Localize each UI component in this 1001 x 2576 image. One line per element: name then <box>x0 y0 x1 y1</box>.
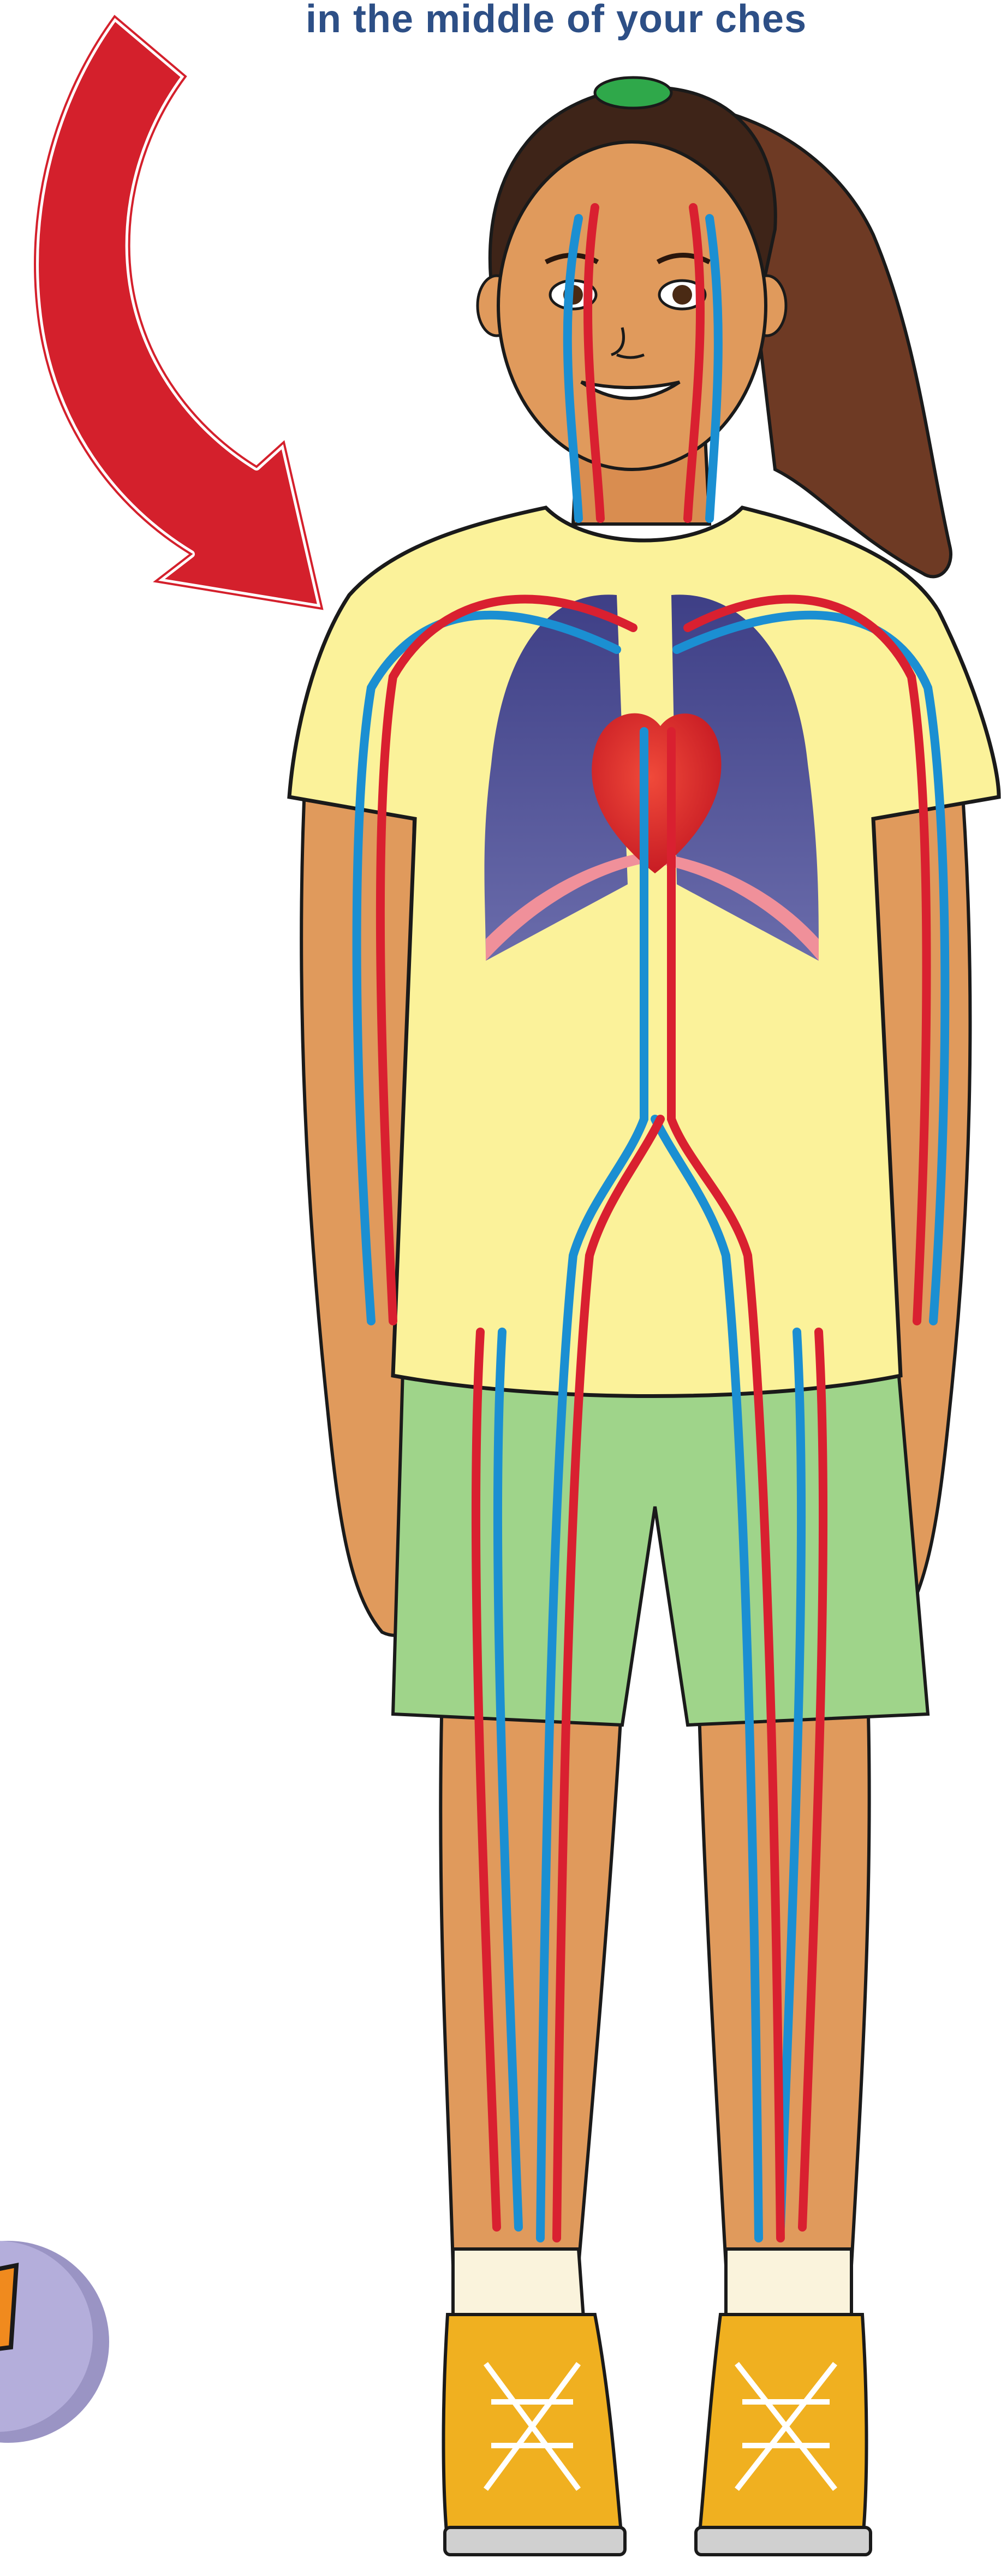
curved-arrow-icon <box>35 16 322 609</box>
shoes <box>444 2315 871 2555</box>
badge-icon <box>0 2241 109 2443</box>
